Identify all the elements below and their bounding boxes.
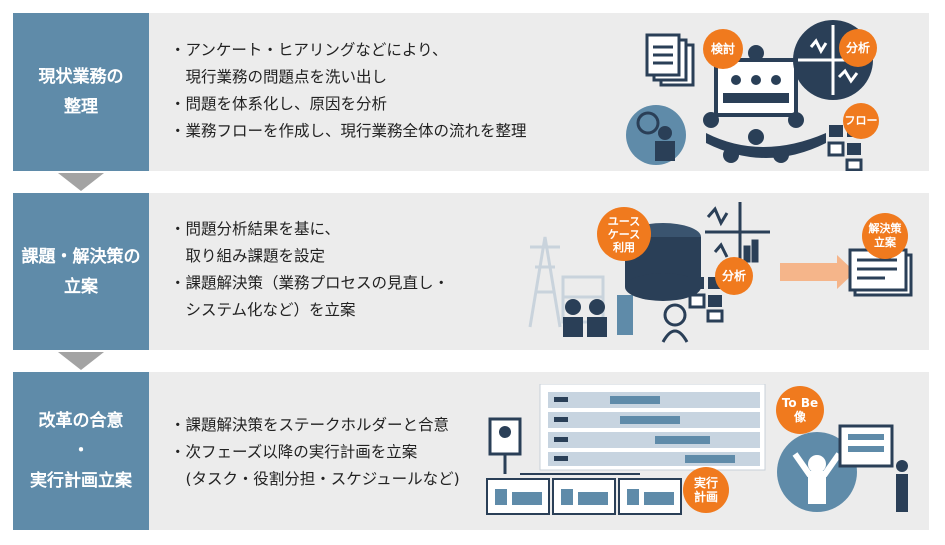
bullet-text: (タスク・役割分担・スケジュールなど)	[170, 470, 460, 488]
org-chart-icon	[486, 417, 682, 515]
step-row-2: 課題・解決策の 立案 ・問題分析結果を基に、 取り組み課題を設定 ・課題解決策（…	[13, 193, 929, 350]
step-label-1-line-2: 整理	[64, 97, 98, 117]
callout-bubble: ユース ケース 利用	[597, 207, 651, 261]
analysis-illustration	[626, 20, 873, 171]
step-label-1: 現状業務の 整理	[13, 13, 149, 171]
bullet-text: ・次フェーズ以降の実行計画を立案	[170, 443, 418, 461]
bullet-text: 現行業務の問題点を洗い出し	[170, 68, 388, 86]
chart-icon	[705, 202, 770, 267]
bullet-text: ・課題解決策をステークホルダーと合意	[170, 416, 450, 434]
step-bullets-3: ・課題解決策をステークホルダーと合意 ・次フェーズ以降の実行計画を立案 (タスク…	[170, 412, 460, 493]
down-arrow	[58, 352, 104, 370]
right-arrow-icon	[780, 255, 855, 289]
step-label-2-line-1: 課題・解決策の	[21, 246, 141, 267]
presenter-board-icon	[838, 424, 908, 512]
pylon-icon	[528, 236, 605, 328]
step-label-3-line-1: 改革の合意	[38, 411, 124, 431]
celebrating-person-icon	[777, 432, 857, 512]
step-label-2: 課題・解決策の 立案	[13, 193, 149, 350]
document-icon	[645, 33, 695, 87]
step-row-1: 現状業務の 整理 ・アンケート・ヒアリングなどにより、 現行業務の問題点を洗い出…	[13, 13, 929, 171]
callout-bubble: 分析	[715, 257, 753, 295]
down-arrow	[58, 173, 104, 191]
workers-icon	[563, 295, 633, 337]
step-label-3: 改革の合意 ・ 実行計画立案	[13, 372, 149, 530]
bullet-text: ・問題を体系化し、原因を分析	[170, 95, 388, 113]
bullet-text: システム化など）を立案	[170, 301, 356, 319]
flowchart-icon	[688, 277, 724, 323]
bullet-text: 取り組み課題を設定	[170, 247, 326, 265]
bullet-text: ・アンケート・ヒアリングなどにより、	[170, 41, 448, 59]
callout-bubble: フロー	[843, 103, 879, 139]
bullet-text: ・問題分析結果を基に、	[170, 220, 341, 238]
bullet-text: ・業務フローを作成し、現行業務全体の流れを整理	[170, 122, 527, 140]
callout-bubble: 実行 計画	[683, 467, 729, 513]
callout-bubble: 分析	[839, 29, 877, 67]
step-row-3: 改革の合意 ・ 実行計画立案 ・課題解決策をステークホルダーと合意 ・次フェーズ…	[13, 372, 929, 530]
step-bullets-2: ・問題分析結果を基に、 取り組み課題を設定 ・課題解決策（業務プロセスの見直し・…	[170, 216, 449, 324]
callout-bubble: 解決策 立案	[862, 213, 908, 259]
step-label-3-line-2: ・	[72, 441, 90, 461]
person-outline-icon	[661, 303, 689, 343]
callout-bubble: To Be 像	[776, 386, 824, 434]
step-label-2-line-2: 立案	[64, 276, 98, 297]
step-label-3-line-3: 実行計画立案	[30, 471, 132, 491]
step-label-1-line-1: 現状業務の	[38, 67, 124, 87]
plan-illustration	[486, 384, 908, 515]
step-bullets-1: ・アンケート・ヒアリングなどにより、 現行業務の問題点を洗い出し ・問題を体系化…	[170, 37, 527, 145]
callout-bubble: 検討	[703, 29, 743, 69]
bullet-text: ・課題解決策（業務プロセスの見直し・	[170, 274, 450, 292]
meeting-icon	[703, 45, 826, 163]
gantt-chart-icon	[539, 384, 766, 471]
